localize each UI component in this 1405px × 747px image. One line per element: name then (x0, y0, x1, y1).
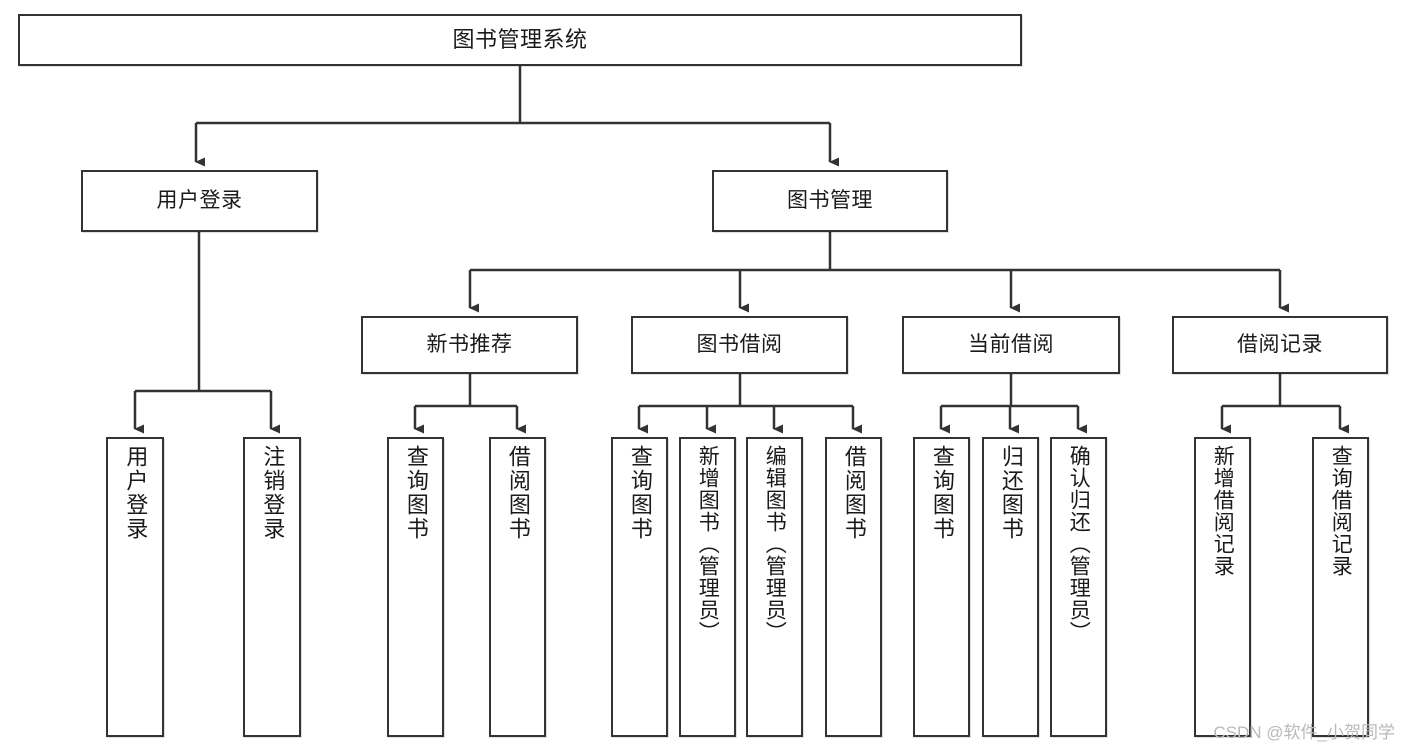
leaf-user-login-signin[interactable]: 用户登录 (106, 437, 164, 737)
node-label: 借阅图书 (841, 445, 867, 541)
node-label: 图书管理 (787, 189, 873, 213)
node-book-management[interactable]: 图书管理 (712, 170, 948, 232)
node-label: 查询图书 (929, 445, 955, 541)
node-label: 编辑图书（管理员） (763, 445, 787, 643)
node-label: 图书管理系统 (452, 26, 588, 52)
leaf-book-borrow-lend[interactable]: 借阅图书 (825, 437, 882, 737)
leaf-book-borrow-add[interactable]: 新增图书（管理员） (679, 437, 736, 737)
leaf-book-borrow-query[interactable]: 查询图书 (611, 437, 668, 737)
node-label: 当前借阅 (968, 333, 1054, 357)
leaf-borrow-record-query[interactable]: 查询借阅记录 (1312, 437, 1369, 737)
leaf-new-book-borrow[interactable]: 借阅图书 (489, 437, 546, 737)
node-label: 确认归还（管理员） (1067, 445, 1091, 643)
node-label: 图书借阅 (696, 333, 783, 357)
leaf-new-book-query[interactable]: 查询图书 (387, 437, 444, 737)
node-label: 新增图书（管理员） (696, 445, 720, 643)
leaf-user-login-signout[interactable]: 注销登录 (243, 437, 301, 737)
node-label: 借阅记录 (1237, 333, 1323, 357)
leaf-borrow-record-add[interactable]: 新增借阅记录 (1194, 437, 1251, 737)
node-label: 查询借阅记录 (1329, 445, 1353, 577)
node-user-login[interactable]: 用户登录 (81, 170, 318, 232)
node-label: 用户登录 (123, 445, 149, 541)
csdn-watermark: CSDN @软件_小贺同学 (1213, 723, 1395, 742)
node-book-borrow[interactable]: 图书借阅 (631, 316, 848, 374)
leaf-current-borrow-confirm-return[interactable]: 确认归还（管理员） (1050, 437, 1107, 737)
node-label: 注销登录 (260, 445, 286, 541)
node-label: 新书推荐 (426, 333, 513, 357)
node-label: 新增借阅记录 (1211, 445, 1235, 577)
node-label: 查询图书 (627, 445, 653, 541)
node-label: 查询图书 (403, 445, 429, 541)
leaf-current-borrow-return[interactable]: 归还图书 (982, 437, 1039, 737)
leaf-current-borrow-query[interactable]: 查询图书 (913, 437, 970, 737)
node-label: 借阅图书 (505, 445, 531, 541)
node-current-borrow[interactable]: 当前借阅 (902, 316, 1120, 374)
leaf-book-borrow-edit[interactable]: 编辑图书（管理员） (746, 437, 803, 737)
node-new-book-recommend[interactable]: 新书推荐 (361, 316, 578, 374)
node-label: 用户登录 (156, 189, 243, 213)
node-root-library-system[interactable]: 图书管理系统 (18, 14, 1022, 66)
node-label: 归还图书 (998, 445, 1024, 541)
node-borrow-record[interactable]: 借阅记录 (1172, 316, 1388, 374)
